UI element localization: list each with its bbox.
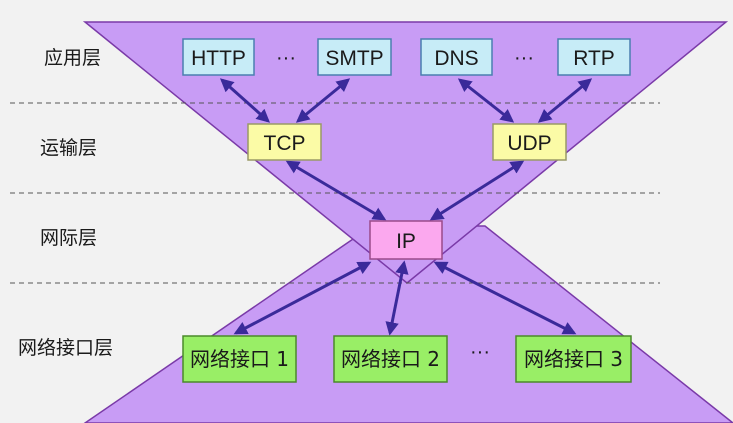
box-udp: UDP (492, 123, 567, 161)
arrow-smtp-tcp (295, 78, 351, 123)
arrow-tcp-ip (285, 160, 387, 221)
ellipsis-interface: ··· (470, 341, 490, 363)
box-network-interface-1: 网络接口 1 (182, 335, 297, 383)
box-network-interface-2: 网络接口 2 (333, 335, 448, 383)
box-network-interface-2-label: 网络接口 2 (341, 347, 440, 371)
ellipsis-app-left: ··· (276, 47, 296, 69)
layer-label-application: 应用层 (44, 47, 101, 69)
box-udp-label: UDP (507, 132, 551, 155)
box-rtp-label: RTP (573, 47, 615, 70)
box-ip: IP (369, 220, 443, 260)
arrow-dns-udp (457, 78, 515, 123)
box-tcp: TCP (247, 123, 322, 161)
box-smtp-label: SMTP (325, 47, 383, 70)
arrow-ip-interface3 (433, 261, 577, 335)
arrow-ip-interface2 (385, 260, 409, 336)
layer-label-transport: 运输层 (40, 137, 97, 159)
box-tcp-label: TCP (264, 132, 306, 155)
box-http: HTTP (182, 38, 255, 76)
box-ip-label: IP (396, 230, 416, 253)
box-dns-label: DNS (434, 47, 478, 70)
box-http-label: HTTP (191, 47, 246, 70)
arrow-http-tcp (219, 78, 271, 123)
box-network-interface-1-label: 网络接口 1 (190, 347, 289, 371)
arrow-rtp-udp (537, 78, 593, 123)
arrow-ip-interface1 (233, 261, 372, 335)
ellipsis-app-right: ··· (514, 47, 534, 69)
box-network-interface-3: 网络接口 3 (515, 335, 632, 383)
box-smtp: SMTP (317, 38, 392, 76)
layer-label-network-interface: 网络接口层 (18, 337, 113, 359)
box-rtp: RTP (557, 38, 631, 76)
box-dns: DNS (420, 38, 493, 76)
arrow-udp-ip (429, 160, 525, 221)
box-network-interface-3-label: 网络接口 3 (524, 347, 623, 371)
layer-label-internet: 网际层 (40, 227, 97, 249)
